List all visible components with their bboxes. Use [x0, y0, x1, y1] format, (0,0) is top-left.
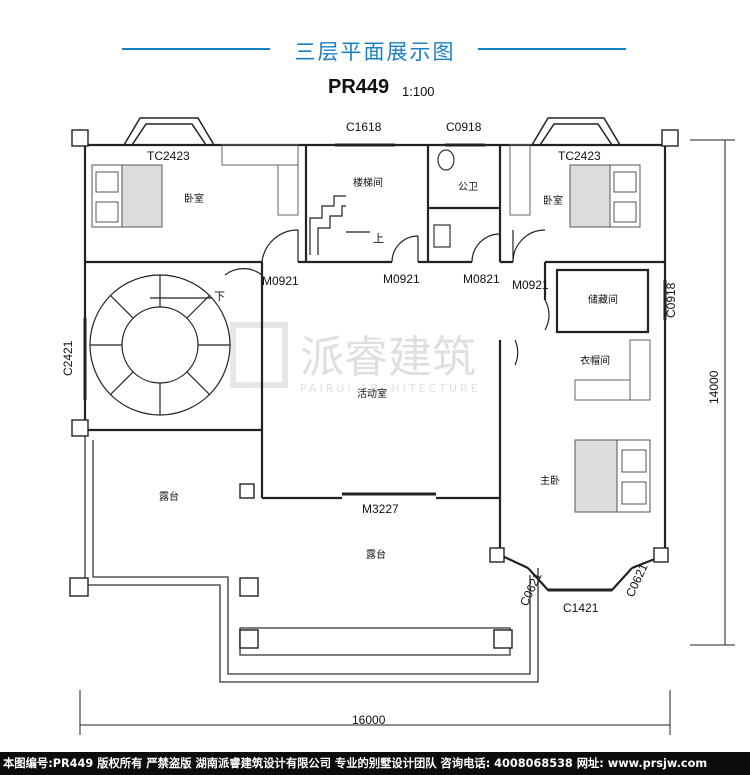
room-bedroom-right: 卧室	[543, 194, 563, 207]
bay-window-left-inner	[131, 123, 207, 146]
nightstand	[621, 449, 647, 473]
bath-fixtures	[433, 149, 455, 248]
room-terrace-center: 露台	[366, 548, 386, 561]
terrace-outline	[84, 430, 539, 683]
column	[489, 547, 505, 563]
stair-steps	[309, 195, 346, 255]
bay-window-left	[123, 117, 215, 146]
spiral-inner	[121, 306, 199, 384]
bed-master-cover	[574, 439, 618, 513]
nightstand	[621, 481, 647, 505]
stair-steps	[317, 205, 346, 255]
window-label: C0918	[664, 282, 678, 318]
nightstand	[613, 201, 637, 223]
window-label: C0621	[517, 570, 545, 608]
watermark-text: 派睿建筑	[300, 332, 476, 383]
bay-windows	[123, 117, 621, 146]
watermark: 派睿建筑 PAIRUI ARCHITECTURE	[230, 322, 481, 395]
column	[239, 577, 259, 597]
toilet-icon	[437, 149, 455, 171]
room-labels: 卧室 楼梯间 公卫 卧室 储藏间 活动室 衣帽间 主卧 露台 露台 上 下	[159, 176, 618, 561]
sink-icon	[433, 224, 451, 248]
door-bath	[471, 233, 501, 263]
nightstand	[95, 171, 119, 193]
column	[71, 129, 89, 147]
door-storage	[544, 299, 550, 331]
room-terrace-left: 露台	[159, 490, 179, 503]
column	[69, 577, 89, 597]
dim-height-label: 14000	[707, 370, 721, 404]
wardrobe	[277, 164, 299, 216]
doors	[224, 229, 550, 496]
column	[653, 547, 669, 563]
closets	[221, 144, 651, 401]
wardrobe	[221, 144, 299, 166]
door-stair	[391, 235, 419, 263]
nightstand	[613, 171, 637, 193]
window-label: TC2423	[558, 149, 601, 163]
title-rule-left	[122, 48, 270, 50]
dim-width-label: 16000	[352, 713, 386, 727]
terrace-border	[84, 430, 539, 683]
room-bathroom: 公卫	[458, 182, 478, 193]
spiral-treads	[90, 275, 230, 415]
room-closet: 衣帽间	[580, 354, 610, 367]
spiral-stair	[89, 274, 231, 416]
room-bedroom-left: 卧室	[184, 192, 204, 205]
bed-left-cover	[121, 164, 163, 228]
window-label: C2421	[61, 340, 75, 376]
storage-box	[555, 268, 650, 334]
footer-bar: 本图编号:PR449 版权所有 严禁盗版 湖南派睿建筑设计有限公司 专业的别墅设…	[0, 752, 750, 775]
door-bedroom-left	[261, 229, 299, 263]
wardrobe	[629, 339, 651, 401]
window-label: C0621	[623, 561, 651, 599]
stair-straight	[309, 195, 370, 255]
door-master	[514, 339, 519, 366]
columns	[69, 129, 679, 649]
watermark-logo	[230, 322, 288, 388]
door-label: M3227	[362, 502, 399, 516]
bay-window-right	[531, 117, 621, 146]
stair-up-label: 上	[373, 232, 384, 245]
room-master-bedroom: 主卧	[540, 474, 560, 487]
door-label: M0921	[262, 274, 299, 288]
plan-scale: 1:100	[402, 84, 435, 99]
dimension-lines	[79, 139, 735, 735]
column	[239, 629, 259, 649]
page-title: 三层平面展示图	[294, 40, 456, 64]
room-stairwell: 楼梯间	[353, 176, 383, 189]
beds	[91, 164, 651, 513]
room-activity: 活动室	[357, 387, 387, 400]
door-spiral	[224, 268, 263, 276]
window-label: C1618	[346, 120, 382, 134]
bay-window-right-inner	[539, 123, 613, 146]
column	[71, 419, 89, 437]
column	[493, 629, 513, 649]
window-label: TC2423	[147, 149, 190, 163]
window-marks	[83, 143, 667, 592]
window-label: C1421	[563, 601, 599, 615]
title-rule-right	[478, 48, 626, 50]
room-storage: 储藏间	[588, 293, 618, 306]
wardrobe	[509, 144, 531, 216]
door-bedroom-right	[512, 229, 546, 263]
terrace-inner-border	[92, 440, 531, 675]
wardrobe	[574, 379, 631, 401]
terrace-step	[239, 627, 511, 656]
wall-bay-front	[527, 567, 633, 592]
nightstand	[95, 201, 119, 223]
stair-down-label: 下	[214, 290, 225, 303]
watermark-subtext: PAIRUI ARCHITECTURE	[300, 382, 481, 395]
column	[239, 483, 255, 499]
door-label: M0821	[463, 272, 500, 286]
door-label: M0921	[383, 272, 420, 286]
walls	[83, 143, 667, 592]
bed-right-cover	[569, 164, 611, 228]
column	[661, 129, 679, 147]
door-label: M0921	[512, 278, 549, 292]
plan-code: PR449	[328, 76, 390, 98]
window-label: C0918	[446, 120, 482, 134]
